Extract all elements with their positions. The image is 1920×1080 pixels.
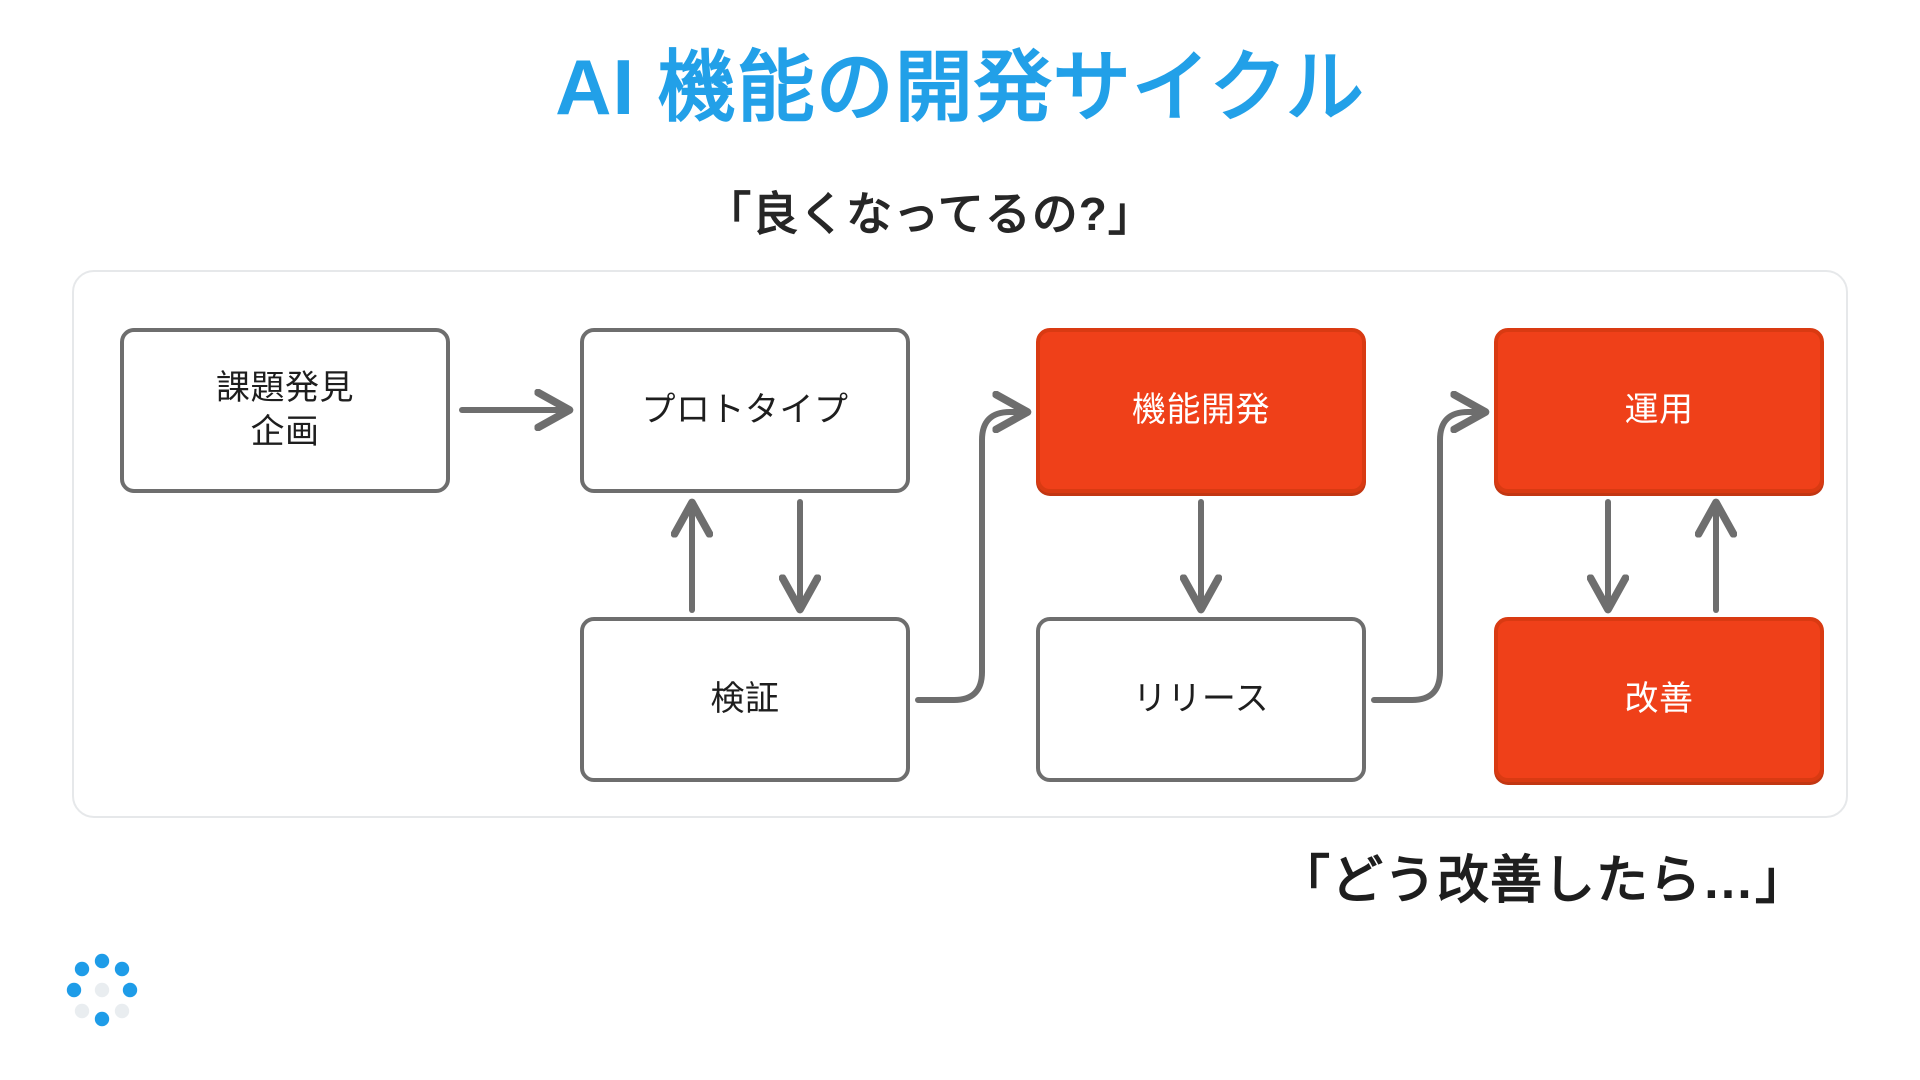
edge-validation-to-feature bbox=[915, 412, 1024, 703]
node-prototype[interactable]: プロトタイプ bbox=[580, 328, 910, 493]
node-feature-development[interactable]: 機能開発 bbox=[1036, 328, 1366, 493]
node-ideation[interactable]: 課題発見 企画 bbox=[120, 328, 450, 493]
brand-logo-icon bbox=[66, 953, 138, 1027]
page-title: AI 機能の開発サイクル bbox=[555, 43, 1365, 131]
node-ideation-line2: 企画 bbox=[250, 412, 320, 451]
node-improvement-label: 改善 bbox=[1624, 679, 1694, 718]
node-operation-label: 運用 bbox=[1624, 390, 1694, 429]
bottom-caption: 「どう改善したら…」 bbox=[1277, 852, 1808, 910]
node-release[interactable]: リリース bbox=[1036, 617, 1366, 782]
node-ideation-line1: 課題発見 bbox=[216, 368, 354, 407]
node-feature-development-label: 機能開発 bbox=[1132, 390, 1270, 429]
node-validation[interactable]: 検証 bbox=[580, 617, 910, 782]
node-release-label: リリース bbox=[1132, 679, 1270, 718]
node-improvement[interactable]: 改善 bbox=[1494, 617, 1824, 782]
node-prototype-label: プロトタイプ bbox=[641, 390, 849, 429]
diagram-container: 課題発見 企画 プロトタイプ 検証 機能開発 リリース 運用 改善 bbox=[72, 270, 1848, 818]
subtitle-question: 「良くなってるの?」 bbox=[705, 188, 1155, 240]
node-validation-label: 検証 bbox=[710, 679, 780, 718]
node-operation[interactable]: 運用 bbox=[1494, 328, 1824, 493]
edge-release-to-operation bbox=[1371, 412, 1482, 703]
